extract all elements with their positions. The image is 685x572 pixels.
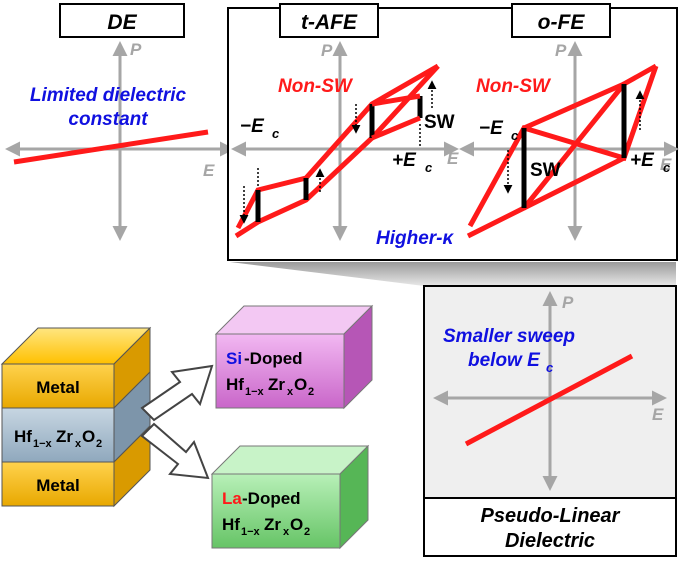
de-linear-trace xyxy=(13,129,209,165)
la-formula-sub1: 1−x xyxy=(241,526,261,538)
si-formula-zr: Zr xyxy=(268,375,285,394)
hfzro-zr: Zr xyxy=(56,427,73,446)
metal-top-label: Metal xyxy=(36,378,79,397)
pseudo-e-label: E xyxy=(652,405,664,424)
si-formula-hf: Hf xyxy=(226,375,244,394)
ofe-panel: o-FE P E E Non-SW SW −E c +E c xyxy=(447,3,679,241)
de-e-label: E xyxy=(203,161,215,180)
la-formula-sub3: 2 xyxy=(304,526,310,538)
pseudo-note-line2: below E xyxy=(468,350,541,371)
hfzro-hf: Hf xyxy=(14,427,32,446)
si-suffix: -Doped xyxy=(244,349,303,368)
pseudo-linear-panel: P E Smaller sweep below E c Pseudo-Linea… xyxy=(423,285,677,557)
metal-bottom-label: Metal xyxy=(36,476,79,495)
tafe-neg-ec: −E c xyxy=(240,116,280,141)
arrow-to-si-icon xyxy=(140,364,214,422)
pseudo-caption-box xyxy=(423,497,677,557)
la-formula-o: O xyxy=(290,515,303,534)
metal-top-front xyxy=(1,363,115,409)
hfzro-o: O xyxy=(82,427,95,446)
si-formula-sub3: 2 xyxy=(308,386,314,398)
de-panel: DE P E Limited dielectric constant xyxy=(4,3,235,241)
de-note-line1: Limited dielectric xyxy=(30,85,187,106)
tafe-sw: SW xyxy=(424,112,455,133)
tafe-panel: t-AFE P Non-SW SW −E c +E c xyxy=(231,3,459,241)
pseudo-p-label: P xyxy=(562,293,574,312)
si-dopant: Si xyxy=(226,349,242,368)
ofe-e-label: E xyxy=(660,155,672,174)
si-formula: Hf 1−x Zr x O 2 xyxy=(226,375,314,398)
la-formula-zr: Zr xyxy=(264,515,281,534)
hfzro-sub3: 2 xyxy=(96,438,102,450)
ofe-top-edge xyxy=(522,81,626,131)
pseudo-caption-line2: Dielectric xyxy=(505,530,595,552)
higher-k-label: Higher-κ xyxy=(376,228,455,249)
callout-shadow xyxy=(230,262,676,286)
si-formula-sub1: 1−x xyxy=(245,386,265,398)
de-note-line2: constant xyxy=(68,109,148,130)
ofe-pos-ec: +E c xyxy=(630,150,671,175)
de-title: DE xyxy=(107,11,137,34)
hfzro-front xyxy=(1,407,115,463)
tafe-pos-ec: +E c xyxy=(392,150,433,175)
la-formula-sub2: x xyxy=(283,526,290,538)
hfzro-label: Hf 1−x Zr x O 2 xyxy=(14,427,102,450)
pseudo-note-line1: Smaller sweep xyxy=(443,326,575,347)
tafe-title-box xyxy=(279,3,379,38)
si-doped-box: Si -Doped Hf 1−x Zr x O 2 xyxy=(214,304,374,410)
pseudo-note-sub: c xyxy=(546,360,554,375)
tafe-p-label: P xyxy=(321,41,333,60)
tafe-right-top xyxy=(371,93,421,107)
hfzro-sub2: x xyxy=(75,438,82,450)
si-front-face xyxy=(215,333,345,409)
ofe-non-sw: Non-SW xyxy=(476,76,552,97)
ofe-neg-ec-sub: c xyxy=(511,128,519,143)
ofe-upper-branch xyxy=(466,63,658,239)
ofe-title: o-FE xyxy=(538,11,586,34)
ofe-neg-ec: −E c xyxy=(479,118,519,143)
la-dopant: La xyxy=(222,489,242,508)
la-doped-box: La -Doped Hf 1−x Zr x O 2 xyxy=(210,444,370,550)
arrow-to-la-icon xyxy=(140,422,210,480)
material-stack: Metal Hf 1−x Zr x O 2 Metal xyxy=(0,326,152,508)
de-title-box xyxy=(59,3,185,38)
hfzro-sub1: 1−x xyxy=(33,438,53,450)
tafe-e-label: E xyxy=(447,149,459,168)
tafe-right-bottom xyxy=(371,115,421,141)
pseudo-caption-line1: Pseudo-Linear xyxy=(481,505,621,527)
la-front-face xyxy=(211,473,341,549)
tafe-neg-ec-main: −E xyxy=(240,116,265,137)
la-suffix: -Doped xyxy=(242,489,301,508)
ofe-neg-ec-main: −E xyxy=(479,118,504,139)
ofe-bottom-edge xyxy=(522,155,626,211)
la-formula: Hf 1−x Zr x O 2 xyxy=(222,515,310,538)
ofe-sw: SW xyxy=(530,160,561,181)
si-formula-sub2: x xyxy=(287,386,294,398)
ofe-title-box xyxy=(511,3,611,38)
si-formula-o: O xyxy=(294,375,307,394)
tafe-title: t-AFE xyxy=(301,11,358,34)
metal-bottom-front xyxy=(1,461,115,507)
afe-fe-frame xyxy=(227,7,678,261)
pseudo-linear-trace xyxy=(464,353,634,447)
ofe-p-label: P xyxy=(555,41,567,60)
tafe-pos-ec-sub: c xyxy=(425,160,433,175)
tafe-neg-ec-sub: c xyxy=(272,126,280,141)
tafe-pos-ec-main: +E xyxy=(392,150,417,171)
tafe-non-sw: Non-SW xyxy=(278,76,354,97)
la-formula-hf: Hf xyxy=(222,515,240,534)
ofe-pos-ec-main: +E xyxy=(630,150,655,171)
ofe-pos-ec-sub: c xyxy=(663,160,671,175)
de-p-label: P xyxy=(130,40,142,59)
